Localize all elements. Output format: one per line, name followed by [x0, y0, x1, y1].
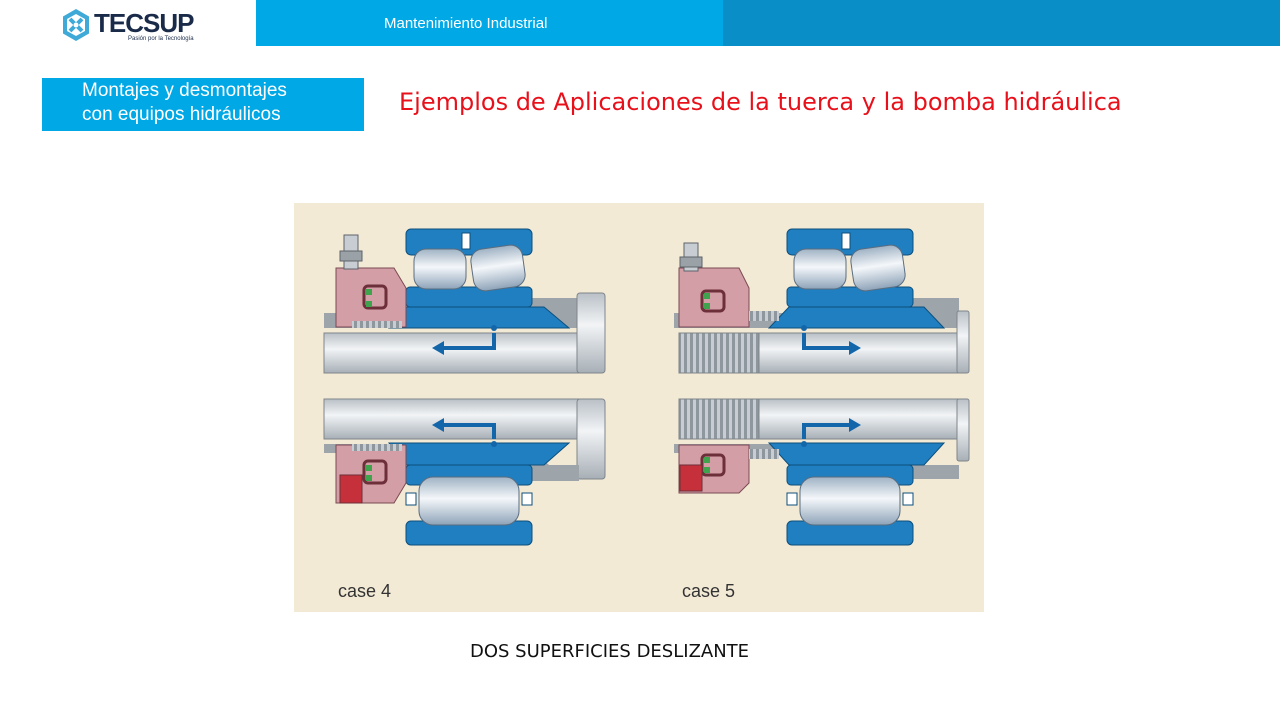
bearing-mounting-diagram: case 4 case 5 — [294, 203, 984, 612]
case5-lower-half — [674, 398, 970, 546]
tecsup-logo: TECSUP Pasión por la Tecnología — [60, 8, 200, 44]
logo-text: TECSUP — [94, 8, 194, 38]
case5-upper-half — [674, 228, 970, 374]
header-title: Mantenimiento Industrial — [384, 15, 548, 32]
case4-lower-half — [323, 398, 606, 546]
tecsup-logo-icon — [63, 9, 89, 41]
page-title: Ejemplos de Aplicaciones de la tuerca y … — [399, 88, 1122, 116]
section-label-line2: con equipos hidráulicos — [82, 104, 281, 125]
case4-upper-half — [323, 228, 606, 374]
figure-caption: DOS SUPERFICIES DESLIZANTE — [470, 641, 750, 662]
header-logo-area — [0, 0, 256, 46]
header-band — [256, 0, 723, 46]
section-label-line1: Montajes y desmontajes — [82, 80, 287, 101]
logo-tagline: Pasión por la Tecnología — [128, 36, 194, 42]
case5-label: case 5 — [682, 581, 735, 601]
section-label: Montajes y desmontajes con equipos hidrá… — [42, 78, 364, 131]
header-band-dark — [723, 0, 1280, 46]
case4-label: case 4 — [338, 581, 391, 601]
